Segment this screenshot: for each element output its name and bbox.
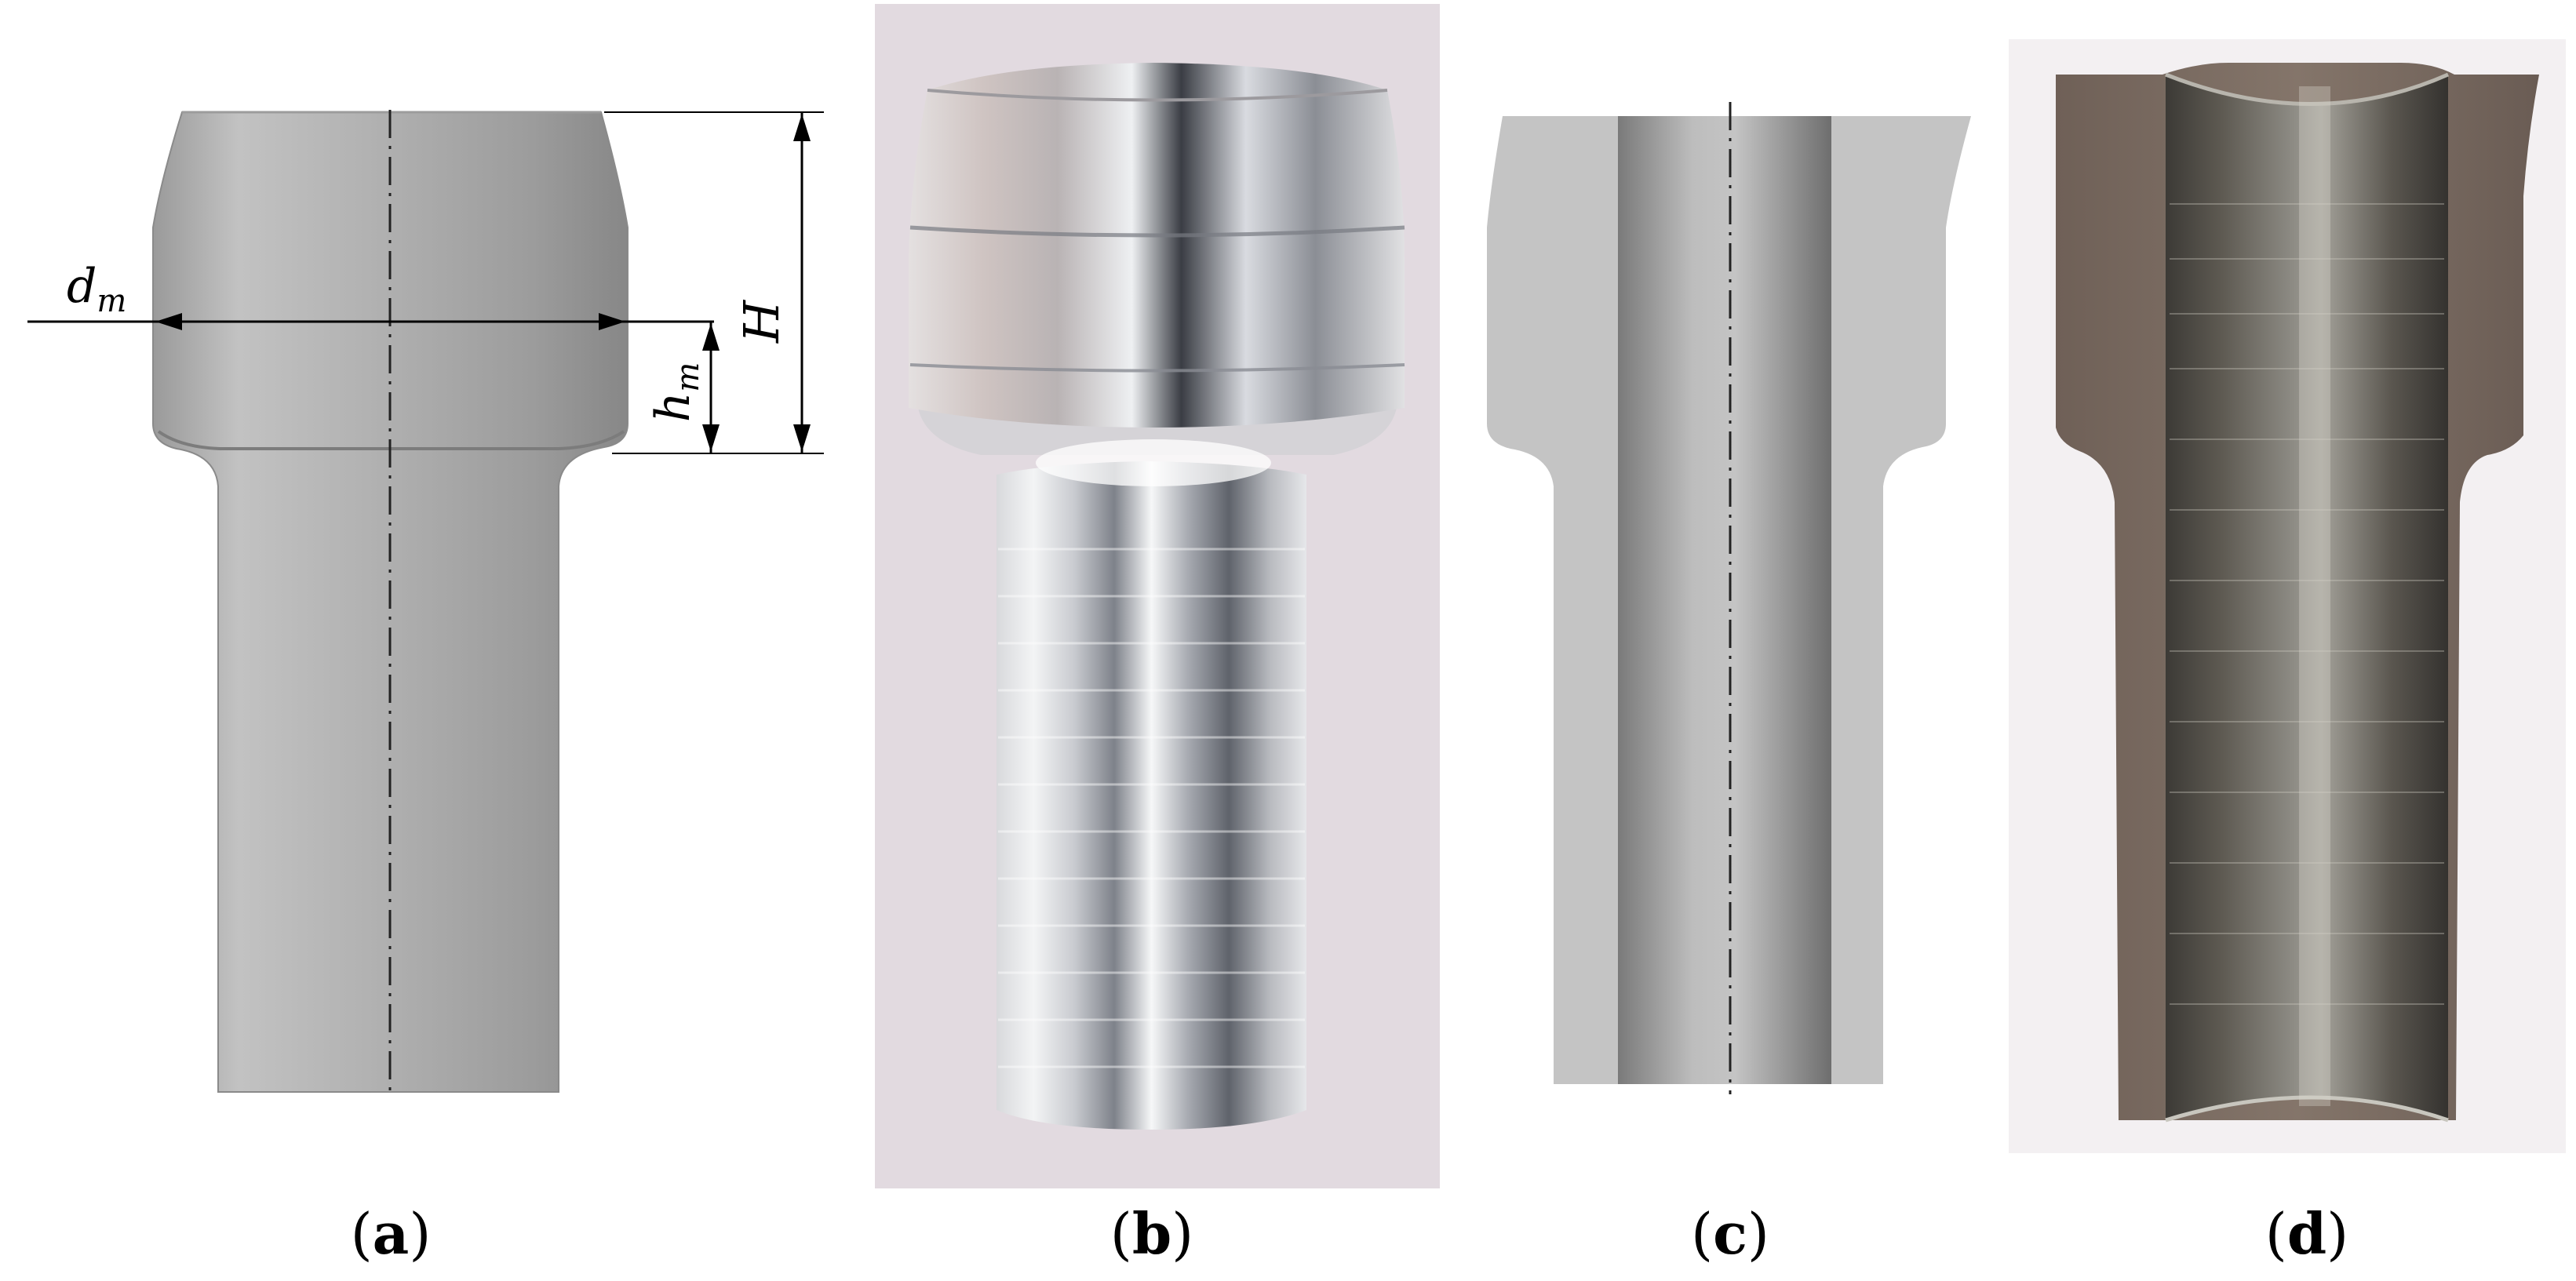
hm-arrow-top [702, 323, 720, 351]
part-photo-shank [997, 461, 1306, 1130]
machining-lines-d [2170, 203, 2444, 1005]
dm-arrow-right [599, 313, 625, 330]
bore-top-lip [2165, 72, 2450, 106]
H-label: H [733, 299, 790, 344]
part-photo-head-ring [909, 225, 1405, 238]
panel-a: dm H hm [27, 110, 824, 1094]
part-photo-head-bottom [909, 363, 1405, 373]
caption-c: (c) [1690, 1200, 1770, 1267]
part-photo-head-top [927, 89, 1388, 102]
panel-b [875, 4, 1440, 1188]
caption-d: (d) [2264, 1200, 2349, 1267]
section-bore [1618, 116, 1831, 1084]
bore-bottom-lip [2165, 1095, 2449, 1123]
H-arrow-top [793, 114, 811, 141]
bore-sheen [2299, 86, 2330, 1106]
dm-label: dm [67, 259, 126, 319]
panel-c [1487, 102, 1971, 1094]
hm-arrow-bottom [702, 424, 720, 452]
panel-d [2009, 39, 2566, 1153]
dm-arrow-left [155, 313, 182, 330]
caption-a: (a) [350, 1200, 432, 1267]
H-arrow-bottom [793, 424, 811, 452]
highlight-neck [1036, 439, 1271, 486]
part-photo-head [909, 63, 1405, 428]
caption-b: (b) [1109, 1200, 1194, 1267]
machining-lines-b [998, 548, 1305, 1068]
hm-label: hm [646, 362, 706, 423]
bore-photo [2166, 75, 2448, 1120]
